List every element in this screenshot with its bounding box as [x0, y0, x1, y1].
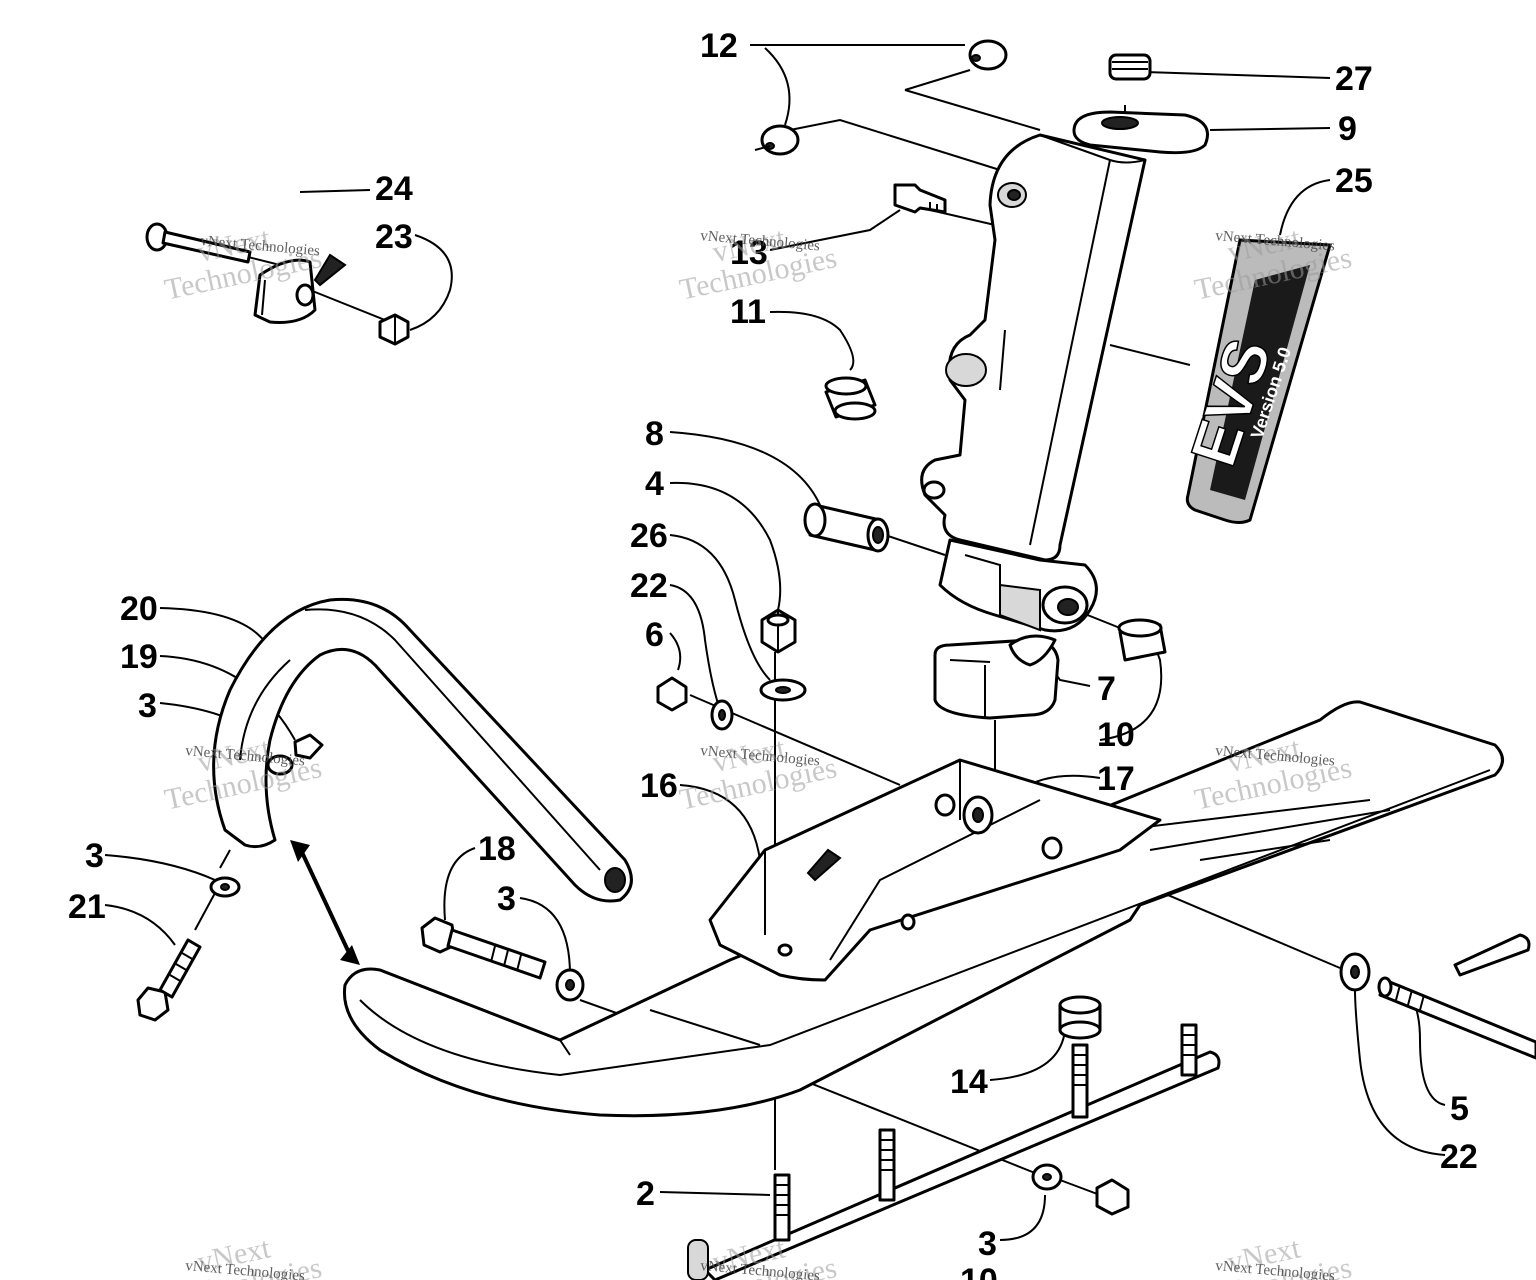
callout-6: 6: [645, 616, 664, 654]
ski-loop-part-20: [212, 597, 633, 903]
callout-labels: 12 27 9 25 24 23 13 11 8 4 26 22 6 20 19…: [68, 27, 1478, 1280]
callout-3-middle: 3: [497, 880, 516, 918]
callout-10: 10: [1097, 716, 1135, 754]
cotter-pin: [1453, 933, 1531, 977]
bushing-part-11: [824, 376, 877, 421]
washer-part-3-left: [209, 754, 294, 898]
double-arrow-indicator: [290, 840, 360, 965]
spacer-part-14: [1058, 995, 1102, 1040]
washer-part-22-upper: [710, 699, 734, 731]
washer-part-26: [759, 678, 807, 702]
callout-4: 4: [645, 465, 664, 503]
callout-3-lower: 3: [978, 1225, 997, 1263]
block-part-7: [933, 634, 1060, 720]
stud: [1180, 1023, 1198, 1077]
bracket-mount: [253, 253, 347, 324]
callout-18: 18: [478, 830, 516, 868]
callout-25: 25: [1335, 162, 1373, 200]
callout-27: 27: [1335, 60, 1373, 98]
callout-9: 9: [1338, 110, 1357, 148]
stud: [773, 1173, 791, 1242]
bolt-part-24: [145, 222, 252, 264]
spacer-part-8: [803, 502, 890, 553]
axle-bolt-part-5: [1377, 976, 1536, 1060]
callout-17: 17: [1097, 760, 1135, 798]
washer-part-17: [962, 795, 994, 835]
washer-part-3-middle: [555, 968, 585, 1002]
callout-11: 11: [730, 293, 766, 331]
callout-8: 8: [645, 415, 664, 453]
bolt-part-18: [420, 916, 547, 980]
bushing-part-10: [1117, 618, 1167, 662]
stud: [878, 1128, 896, 1202]
callout-14: 14: [950, 1063, 988, 1101]
nut-lower: [1095, 1178, 1130, 1216]
callout-21: 21: [68, 888, 106, 926]
callout-22-upper: 22: [630, 567, 668, 605]
spindle-housing: [920, 133, 1147, 562]
washer-part-3-lower: [1031, 1163, 1063, 1191]
callout-7: 7: [1097, 670, 1116, 708]
callout-3-left: 3: [85, 837, 104, 875]
callout-26: 26: [630, 517, 668, 555]
callout-12: 12: [700, 27, 738, 65]
callout-10-bottom: 10: [960, 1262, 998, 1280]
stud: [1071, 1043, 1089, 1119]
callout-20: 20: [120, 590, 158, 628]
evs-decal-part-25: EVS Version 5.0: [1176, 238, 1332, 524]
spindle-knuckle: [938, 538, 1098, 633]
bolt-part-21: [136, 938, 202, 1022]
callout-24: 24: [375, 170, 413, 208]
grease-fitting-part-13: [893, 183, 947, 214]
grommet-part-12: [754, 39, 1008, 156]
wear-bar-part-2: [687, 1023, 1221, 1280]
bracket-part-9: [1072, 110, 1209, 155]
callout-2: 2: [636, 1175, 655, 1213]
callout-16: 16: [640, 767, 678, 805]
callout-22-lower: 22: [1440, 1138, 1478, 1176]
watermark: vNext Technologies: [677, 731, 840, 816]
nut-part-23: [378, 313, 410, 346]
callout-3-upper-left: 3: [138, 687, 157, 725]
washer-part-22-right: [1339, 952, 1371, 992]
nut-part-6: [656, 676, 688, 712]
cap-part-27: [1108, 53, 1152, 81]
callout-5: 5: [1450, 1090, 1469, 1128]
bolt-part-19: [293, 733, 324, 760]
locknut-part-4: [760, 608, 797, 654]
callout-19: 19: [120, 638, 158, 676]
callout-13: 13: [730, 234, 768, 272]
callout-23: 23: [375, 218, 413, 256]
